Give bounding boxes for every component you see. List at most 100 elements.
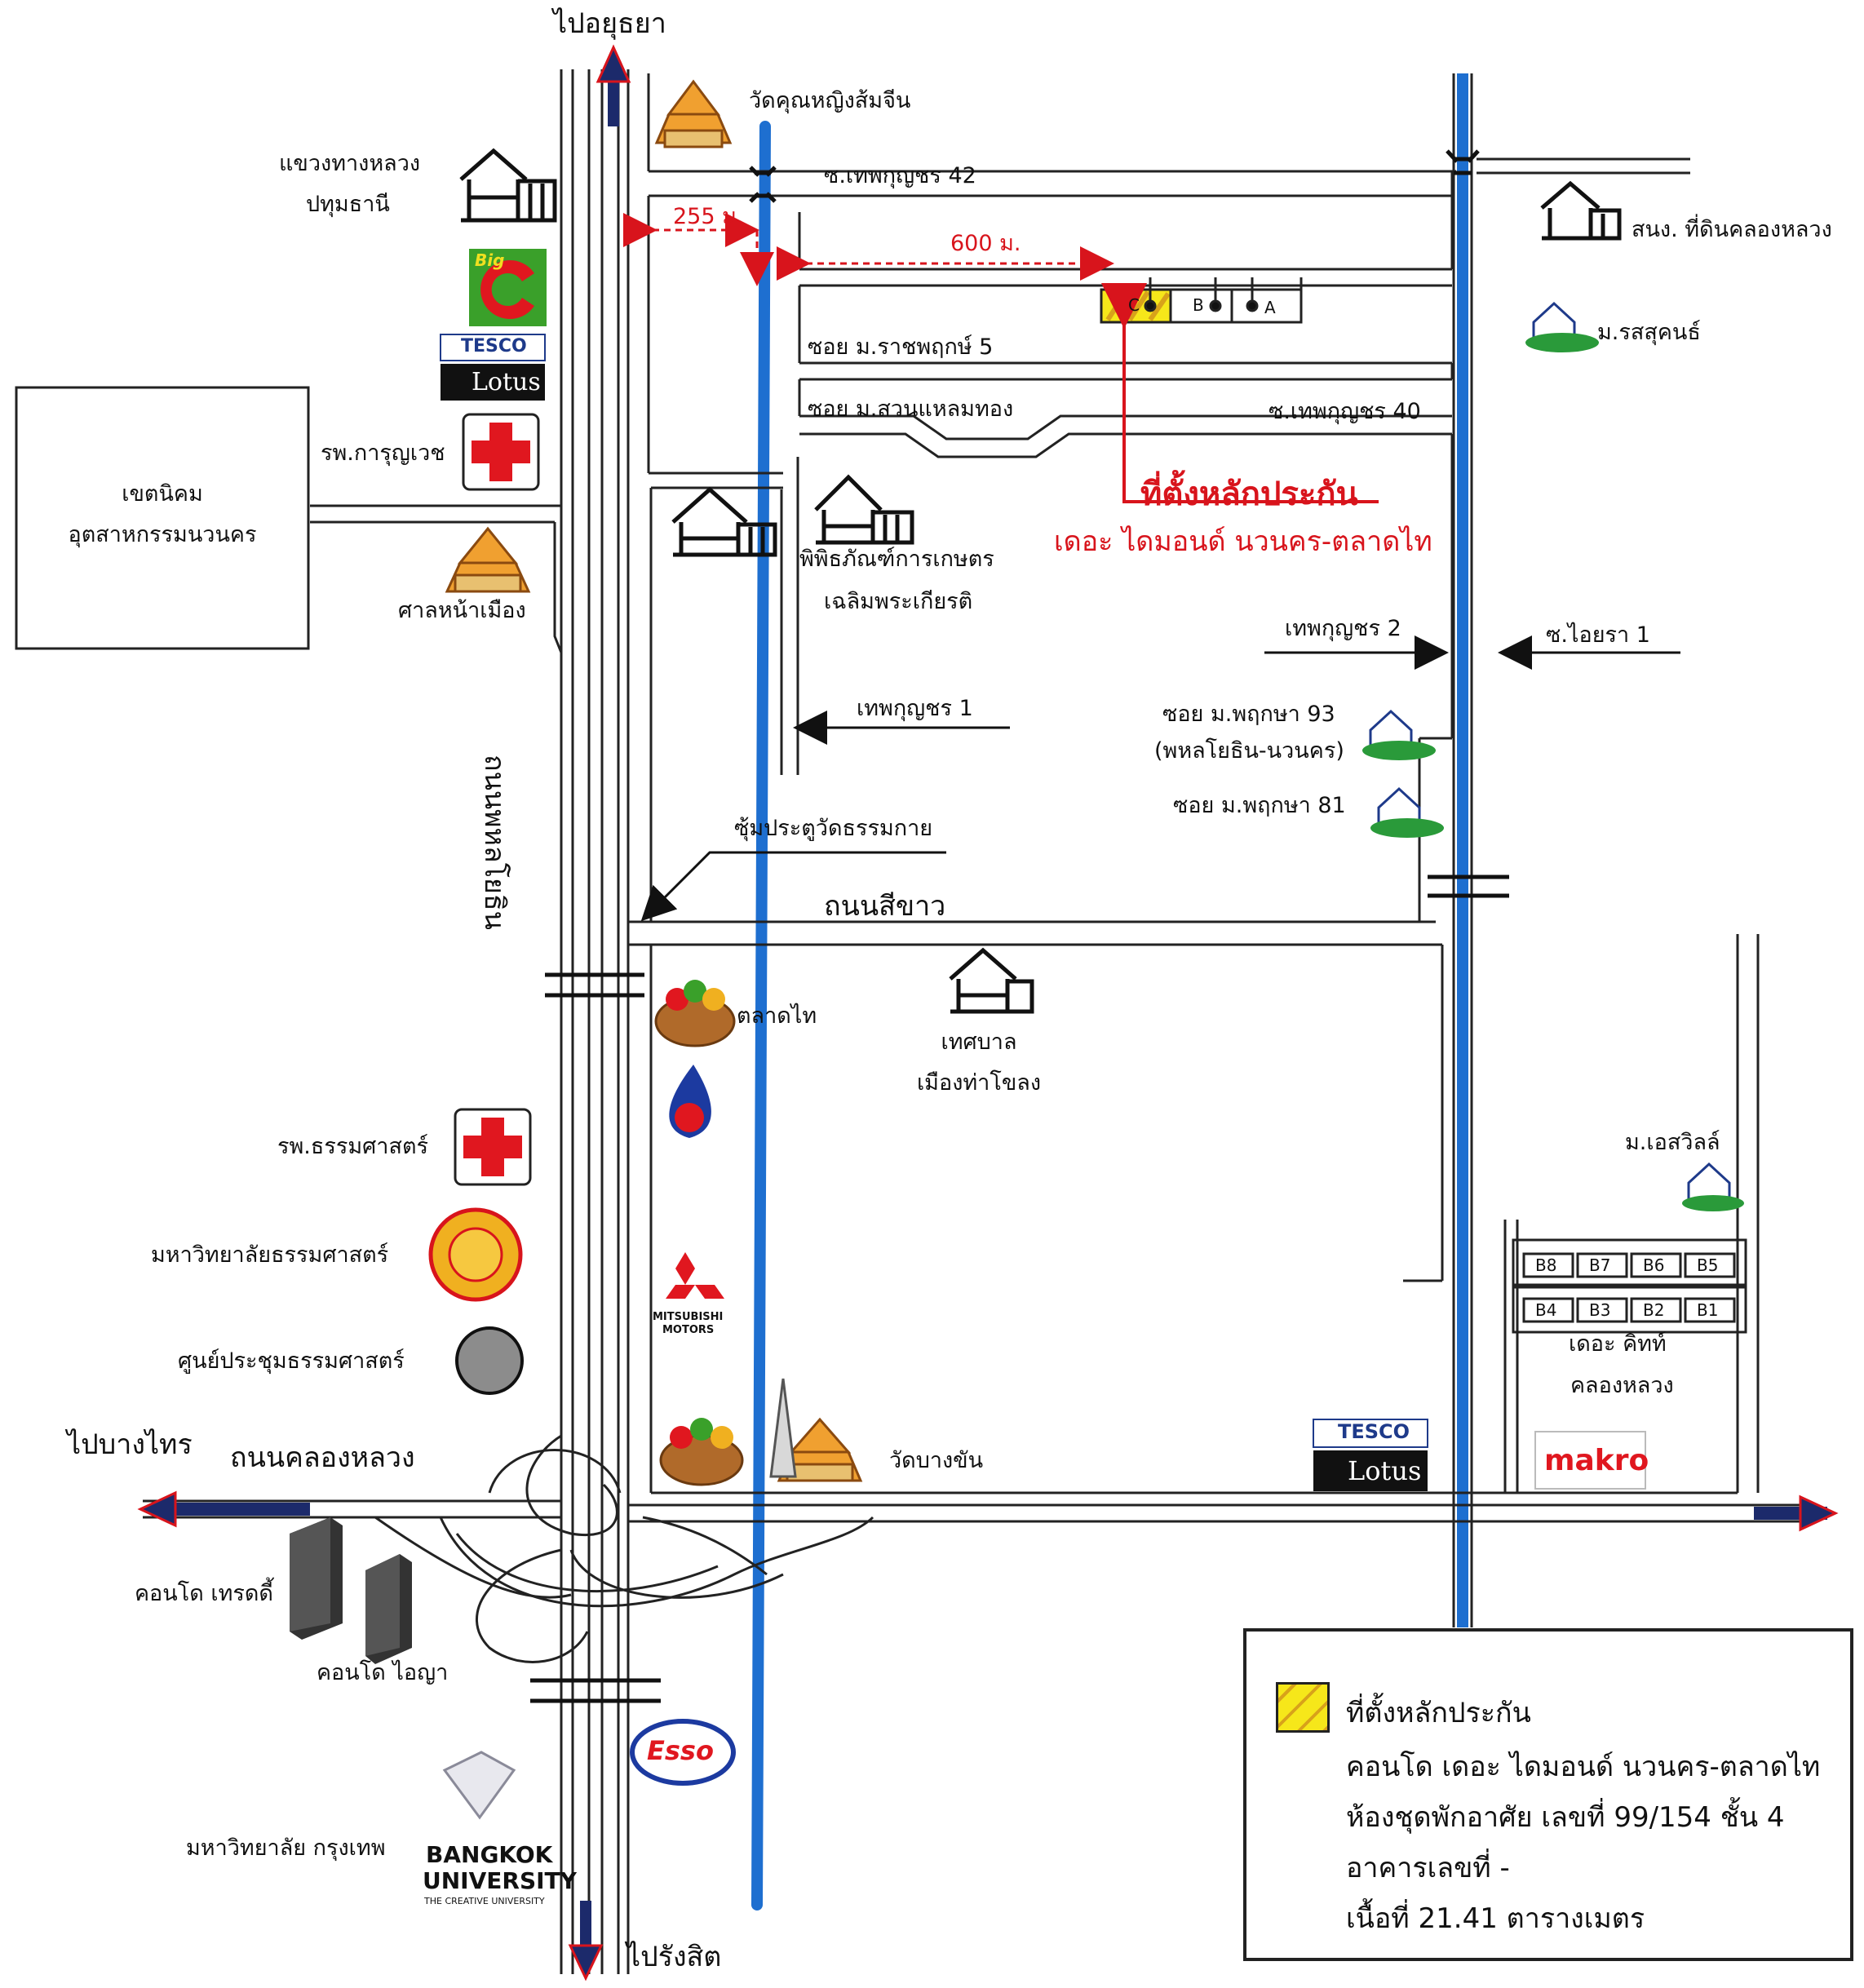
government-office-icon <box>814 474 914 545</box>
karunyawet-label: รพ.การุญเวช <box>321 441 445 466</box>
temple-icon <box>654 79 733 148</box>
soi-ratchaphruek-5-label: ซอย ม.ราชพฤกษ์ 5 <box>808 334 994 360</box>
temple-icon <box>769 1378 863 1482</box>
north-arrow <box>596 44 631 126</box>
kith-block-label: B6 <box>1643 1255 1665 1275</box>
street-pointers <box>640 635 1680 922</box>
tesco-lotus-logo-icon <box>1313 1419 1428 1491</box>
phahonyothin-road <box>560 69 630 1974</box>
khlong-luang-road-label: ถนนคลองหลวง <box>230 1441 415 1474</box>
bu-wordmark-2: UNIVERSITY <box>423 1867 577 1894</box>
market-basket-icon <box>654 980 736 1047</box>
market-basket-icon <box>659 1418 744 1486</box>
esso-wordmark: Esso <box>647 1735 714 1766</box>
housing-estate-icon <box>1525 301 1599 352</box>
wat-khun-ying-label: วัดคุณหญิงส้มจีน <box>749 88 911 113</box>
government-office-icon <box>949 947 1034 1014</box>
direction-north-label: ไปอยุธยา <box>553 7 666 40</box>
es-ville-label: ม.เอสวิลล์ <box>1625 1130 1720 1155</box>
convention-center-icon <box>455 1326 524 1395</box>
canal-east <box>1452 73 1473 1627</box>
building-a-label: A <box>1264 298 1276 317</box>
bangkok-university-label: มหาวิทยาลัย กรุงเทพ <box>186 1835 386 1861</box>
makro-logo-icon <box>1534 1431 1646 1490</box>
west-arrow <box>137 1490 310 1528</box>
nava-nakorn-label-1: เขตนิคม <box>122 481 203 507</box>
bridge-symbols <box>530 149 1509 1703</box>
si-khao-road-label: ถนนสีขาว <box>824 890 946 923</box>
thepkunchon-1-label: เทพกุญชร 1 <box>857 696 973 721</box>
gate-dhammakaya-label: ซุ้มประตูวัดธรรมกาย <box>734 816 933 841</box>
kith-block-label: B3 <box>1589 1300 1611 1320</box>
soi-phruksa-93-label: ซอย ม.พฤกษา 93 <box>1162 702 1335 727</box>
bu-wordmark-1: BANGKOK <box>426 1841 553 1868</box>
distance-255-label: 255 ม. <box>673 204 744 229</box>
building-b-label: B <box>1193 295 1204 315</box>
museum-label-2: เฉลิมพระเกียรติ <box>824 589 973 614</box>
big-c-logo-icon <box>469 249 547 326</box>
condo-aiya-label: คอนโด ไอญา <box>317 1660 449 1685</box>
kith-block-label: B5 <box>1697 1255 1719 1275</box>
esso-logo-icon <box>630 1719 736 1786</box>
highway-office-label-1: แขวงทางหลวง <box>279 151 421 176</box>
wat-bang-khan-label: วัดบางขัน <box>889 1448 984 1473</box>
east-arrow <box>1754 1494 1839 1532</box>
government-office-icon <box>459 148 557 223</box>
bu-wordmark-3: THE CREATIVE UNIVERSITY <box>424 1896 545 1906</box>
municipality-label-1: เทศบาล <box>941 1029 1017 1055</box>
collateral-swatch-icon <box>1276 1682 1330 1733</box>
legend-line-3: ห้องชุดพักอาศัย เลขที่ 99/154 ชั้น 4 <box>1346 1801 1785 1834</box>
kith-block-label: B1 <box>1697 1300 1719 1320</box>
nava-nakorn-label-2: อุตสาหกรรมนวนคร <box>68 522 257 547</box>
kith-label-2: คลองหลวง <box>1570 1373 1674 1398</box>
municipality-label-2: เมืองท่าโขลง <box>916 1070 1042 1096</box>
housing-estate-icon <box>1362 709 1436 760</box>
kith-block-label: B4 <box>1535 1300 1557 1320</box>
collateral-title: ที่ตั้งหลักประกัน <box>1140 476 1358 513</box>
government-office-icon <box>671 486 777 557</box>
hospital-cross-icon <box>462 413 540 491</box>
talad-thai-label: ตลาดไท <box>737 1003 817 1029</box>
legend-line-2: คอนโด เดอะ ไดมอนด์ นวนคร-ตลาดไท <box>1346 1751 1821 1783</box>
thammasat-university-label: มหาวิทยาลัยธรรมศาสตร์ <box>151 1242 389 1268</box>
lotus-wordmark: Lotus <box>1348 1455 1422 1486</box>
soi-thepkunchon-40-label: ซ.เทพกุญชร 40 <box>1268 399 1421 424</box>
collateral-subtitle: เดอะ ไดมอนด์ นวนคร-ตลาดไท <box>1054 525 1432 558</box>
mitsubishi-logo-icon <box>666 1252 724 1299</box>
kith-block-label: B2 <box>1643 1300 1665 1320</box>
phahonyothin-road-label: ถนนพหลโยธิน <box>478 755 511 930</box>
highway-office-label-2: ปทุมธานี <box>306 192 390 217</box>
distance-600-label: 600 ม. <box>950 231 1021 256</box>
tesco-wordmark: TESCO <box>461 336 527 356</box>
mitsubishi-wordmark: MITSUBISHI <box>653 1311 724 1323</box>
canal-main <box>751 121 771 1911</box>
makro-wordmark: makro <box>1544 1444 1649 1477</box>
soi-thepkunchon-42-label: ซ.เทพกุญชร 42 <box>824 163 976 188</box>
soi-aiyara-1-label: ซ.ไอยรา 1 <box>1546 622 1650 648</box>
nava-nakorn-box <box>15 386 310 650</box>
tesco-lotus-logo-icon <box>440 334 546 401</box>
land-office-label: สนง. ที่ดินคลองหลวง <box>1632 217 1832 242</box>
soi-phruksa-93-sub-label: (พหลโยธิน-นวนคร) <box>1154 738 1344 764</box>
condo-building-icon <box>290 1517 343 1640</box>
legend-line-1: ที่ตั้งหลักประกัน <box>1346 1697 1531 1729</box>
mitsubishi-wordmark-2: MOTORS <box>662 1324 715 1336</box>
housing-estate-icon <box>1370 786 1444 838</box>
kith-label: เดอะ คิทท์ <box>1569 1331 1667 1357</box>
thepkunchon-2-label: เทพกุญชร 2 <box>1285 616 1401 641</box>
direction-west-label: ไปบางไทร <box>67 1428 193 1461</box>
condo-trendy-label: คอนโด เทรดดี้ <box>135 1581 273 1606</box>
thammasat-hospital-label: รพ.ธรรมศาสตร์ <box>277 1134 428 1159</box>
collateral-pointer <box>1101 283 1379 503</box>
kith-block-label: B7 <box>1589 1255 1611 1275</box>
government-office-icon <box>1540 180 1622 241</box>
city-shrine-label: ศาลหน้าเมือง <box>398 598 526 623</box>
housing-estate-icon <box>1682 1162 1744 1211</box>
direction-south-label: ไปรังสิต <box>626 1941 722 1973</box>
kith-blocks <box>1512 1238 1747 1334</box>
ptt-logo-icon <box>669 1065 711 1138</box>
distance-255-marker <box>623 213 774 286</box>
legend-line-4: อาคารเลขที่ - <box>1346 1852 1510 1884</box>
tesco-wordmark: TESCO <box>1338 1420 1410 1443</box>
soi-phruksa-81-label: ซอย ม.พฤกษา 81 <box>1173 793 1346 818</box>
